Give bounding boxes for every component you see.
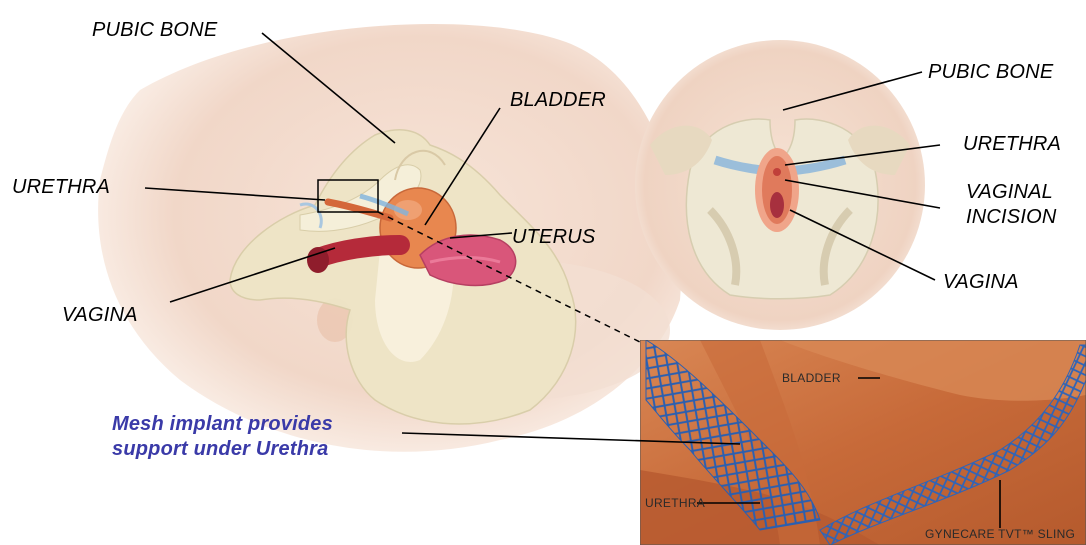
- caption-line-1: Mesh implant provides: [112, 412, 333, 436]
- label-vagina-right: VAGINA: [943, 270, 1019, 294]
- label-pubic-bone-right: PUBIC BONE: [928, 60, 1053, 84]
- label-urethra-right: URETHRA: [963, 132, 1061, 156]
- label-vaginal-incision-2: INCISION: [966, 205, 1057, 229]
- inset-label-bladder: BLADDER: [782, 371, 841, 385]
- label-vagina-left: VAGINA: [62, 303, 138, 327]
- label-urethra-left: URETHRA: [12, 175, 110, 199]
- label-vaginal-incision-1: VAGINAL: [966, 180, 1053, 204]
- caption-line-2: support under Urethra: [112, 437, 328, 461]
- label-bladder-left: BLADDER: [510, 88, 606, 112]
- inset-label-urethra: URETHRA: [645, 496, 705, 510]
- inset-label-sling: GYNECARE TVT™ SLING: [925, 527, 1075, 541]
- label-uterus-left: UTERUS: [512, 225, 595, 249]
- label-pubic-bone-left: PUBIC BONE: [92, 18, 217, 42]
